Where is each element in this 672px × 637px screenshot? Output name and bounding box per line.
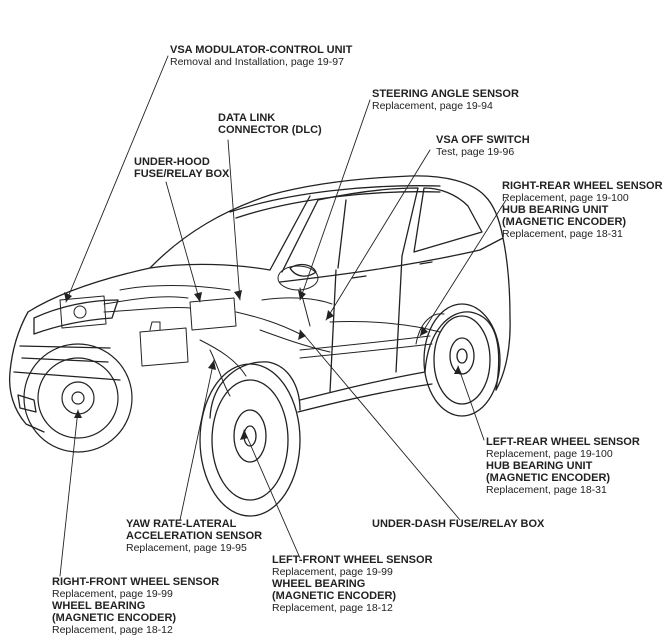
label-right-rear-hub-title: HUB BEARING UNIT (502, 204, 609, 216)
label-underhood-fuse-box: UNDER-HOOD FUSE/RELAY BOX (134, 156, 229, 180)
label-vsa-modulator: VSA MODULATOR-CONTROL UNIT Removal and I… (170, 44, 352, 68)
left-rear-wheel (423, 303, 501, 417)
leader-lines (59, 55, 507, 577)
label-left-rear-hub-ref: Replacement, page 18-31 (486, 484, 607, 496)
label-steering-angle-ref: Replacement, page 19-94 (372, 100, 493, 112)
label-right-rear-hub-ref: Replacement, page 18-31 (502, 228, 623, 240)
label-underdash-fuse-box: UNDER-DASH FUSE/RELAY BOX (372, 518, 544, 530)
label-right-rear-ref: Replacement, page 19-100 (502, 192, 629, 204)
label-left-front-wheel-sensor: LEFT-FRONT WHEEL SENSOR Replacement, pag… (272, 554, 433, 614)
label-left-rear-wheel-sensor: LEFT-REAR WHEEL SENSOR Replacement, page… (486, 436, 640, 496)
engine-bay-components (59, 265, 441, 397)
label-left-rear-hub-title: HUB BEARING UNIT (486, 460, 593, 472)
label-right-front-wheel-sensor: RIGHT-FRONT WHEEL SENSOR Replacement, pa… (52, 576, 219, 636)
label-dlc-title-1: DATA LINK (218, 112, 276, 124)
label-yaw-rate-title-1: YAW RATE-LATERAL (126, 518, 237, 530)
label-left-front-title: LEFT-FRONT WHEEL SENSOR (272, 554, 433, 566)
label-underhood-title-1: UNDER-HOOD (134, 156, 210, 168)
label-vsa-off-title: VSA OFF SWITCH (436, 134, 530, 146)
label-left-front-ref: Replacement, page 19-99 (272, 566, 393, 578)
label-right-front-bearing-ref: Replacement, page 18-12 (52, 624, 173, 636)
label-data-link-connector: DATA LINK CONNECTOR (DLC) (218, 112, 322, 136)
label-vsa-modulator-ref: Removal and Installation, page 19-97 (170, 56, 344, 68)
label-left-rear-title: LEFT-REAR WHEEL SENSOR (486, 436, 640, 448)
leader-arrowheads (64, 290, 462, 440)
right-front-wheel (23, 343, 133, 453)
label-yaw-rate-ref: Replacement, page 19-95 (126, 542, 247, 554)
label-right-rear-encoder: (MAGNETIC ENCODER) (502, 216, 627, 228)
label-vsa-off-switch: VSA OFF SWITCH Test, page 19-96 (436, 134, 530, 158)
label-vsa-off-ref: Test, page 19-96 (436, 146, 515, 158)
label-right-rear-title: RIGHT-REAR WHEEL SENSOR (502, 180, 663, 192)
label-right-rear-wheel-sensor: RIGHT-REAR WHEEL SENSOR Replacement, pag… (502, 180, 663, 240)
label-yaw-rate-title-2: ACCELERATION SENSOR (126, 530, 263, 542)
label-vsa-modulator-title: VSA MODULATOR-CONTROL UNIT (170, 44, 353, 56)
label-right-front-ref: Replacement, page 19-99 (52, 588, 173, 600)
label-left-rear-encoder: (MAGNETIC ENCODER) (486, 472, 611, 484)
label-underhood-title-2: FUSE/RELAY BOX (134, 168, 230, 180)
label-steering-angle-sensor: STEERING ANGLE SENSOR Replacement, page … (372, 88, 519, 112)
label-right-front-encoder: (MAGNETIC ENCODER) (52, 612, 177, 624)
label-left-front-bearing-ref: Replacement, page 18-12 (272, 602, 393, 614)
label-steering-angle-title: STEERING ANGLE SENSOR (372, 88, 519, 100)
label-dlc-title-2: CONNECTOR (DLC) (218, 124, 322, 136)
left-front-wheel (199, 363, 301, 517)
label-left-front-bearing-title: WHEEL BEARING (272, 578, 366, 590)
label-left-front-encoder: (MAGNETIC ENCODER) (272, 590, 397, 602)
vehicle-body (8, 175, 511, 433)
label-right-front-bearing-title: WHEEL BEARING (52, 600, 146, 612)
right-rear-wheel (415, 313, 445, 345)
label-yaw-rate-sensor: YAW RATE-LATERAL ACCELERATION SENSOR Rep… (126, 518, 262, 554)
label-left-rear-ref: Replacement, page 19-100 (486, 448, 613, 460)
label-underdash-title: UNDER-DASH FUSE/RELAY BOX (372, 518, 545, 530)
label-right-front-title: RIGHT-FRONT WHEEL SENSOR (52, 576, 220, 588)
